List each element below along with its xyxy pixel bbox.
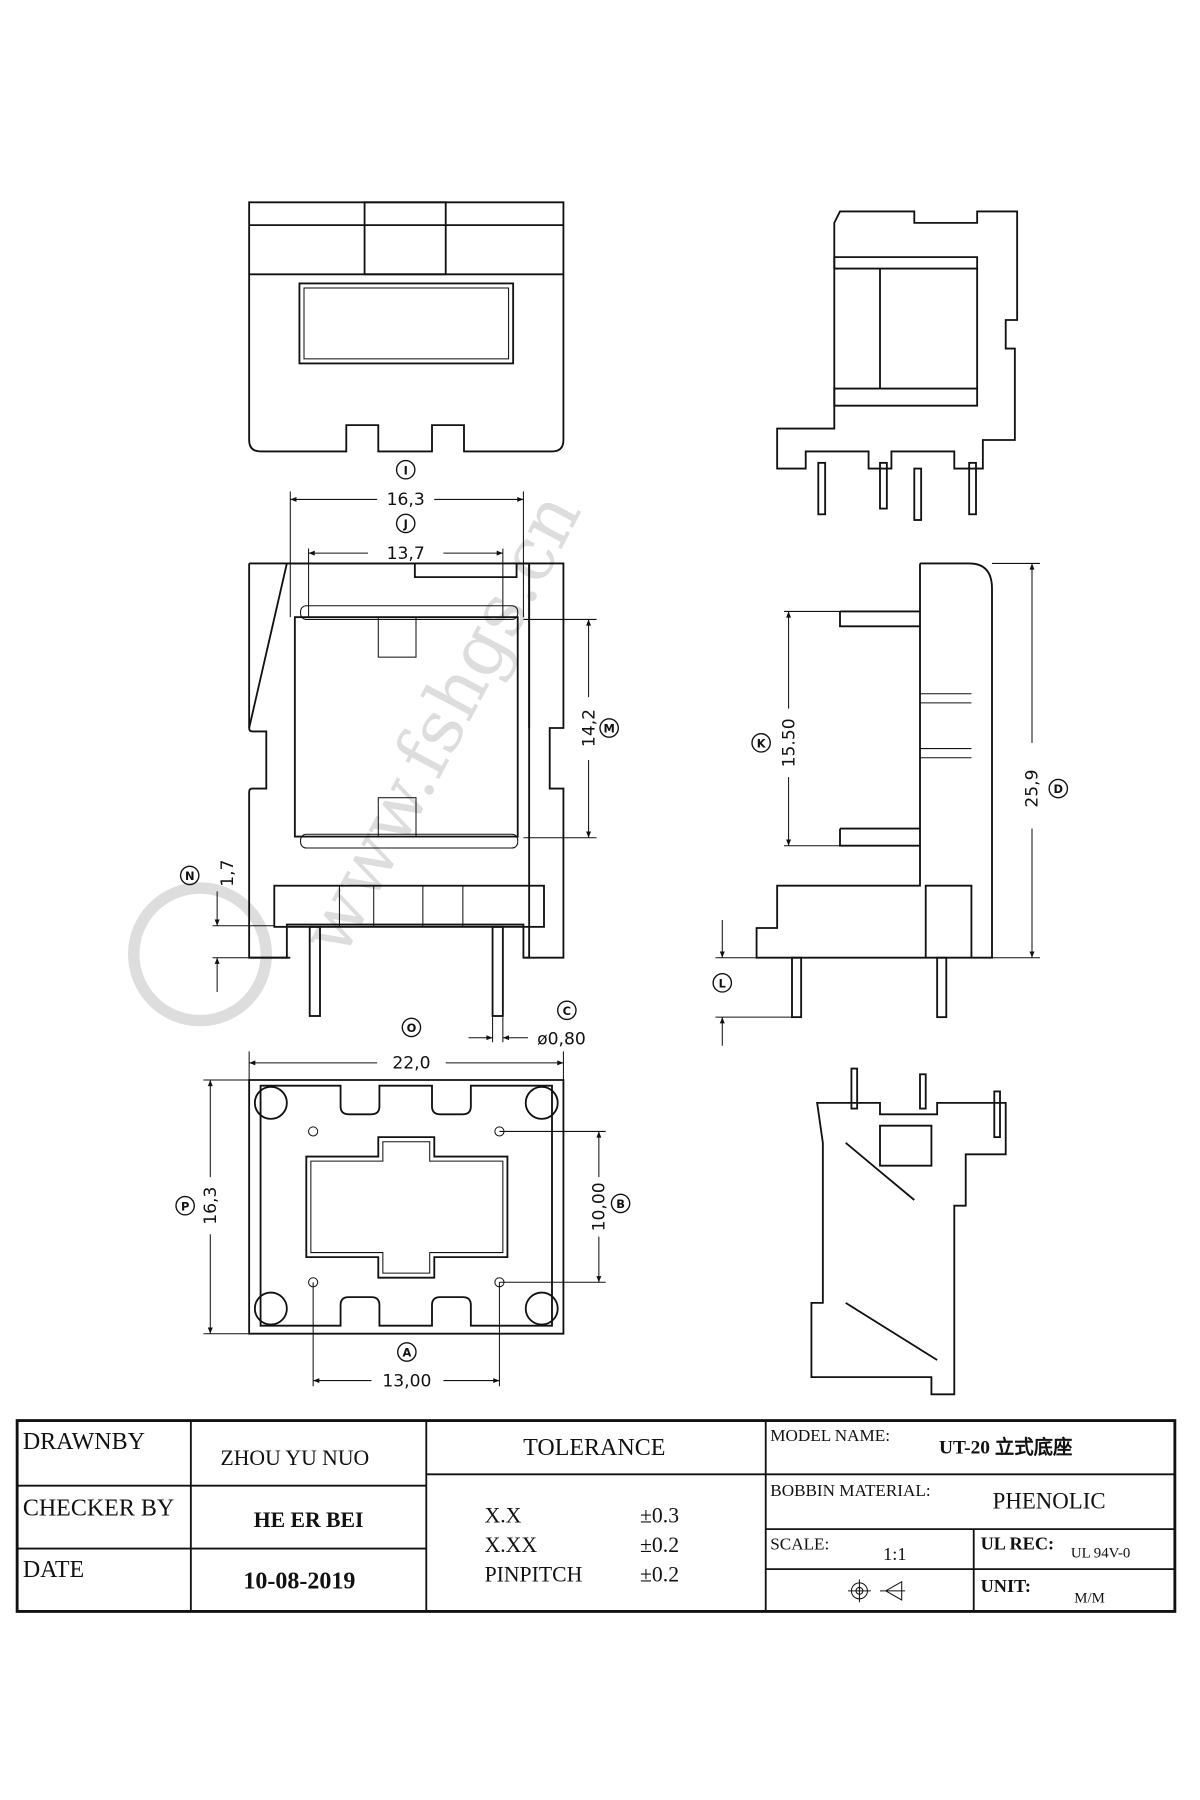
projection-symbol-icon xyxy=(848,1579,906,1603)
isometric-view-bottom xyxy=(810,1067,1007,1396)
svg-text:1,7: 1,7 xyxy=(218,860,238,887)
svg-text:DRAWNBY: DRAWNBY xyxy=(23,1429,145,1455)
svg-text:10,00: 10,00 xyxy=(590,1182,610,1231)
svg-text:O: O xyxy=(407,1021,417,1035)
svg-text:UL REC:: UL REC: xyxy=(981,1534,1055,1554)
svg-text:K: K xyxy=(757,736,767,750)
svg-text:±0.2: ±0.2 xyxy=(640,1533,679,1557)
svg-text:M/M: M/M xyxy=(1074,1590,1105,1606)
svg-text:UT-20 立式底座: UT-20 立式底座 xyxy=(939,1436,1073,1459)
svg-text:N: N xyxy=(185,869,195,883)
svg-text:15.50: 15.50 xyxy=(779,718,799,767)
isometric-view-top xyxy=(776,210,1019,521)
svg-text:B: B xyxy=(616,1197,625,1211)
bottom-view: 22,0 O 16,3 P 10,00 B 13,00 A xyxy=(175,1017,631,1391)
svg-text:A: A xyxy=(402,1346,411,1360)
svg-text:14,2: 14,2 xyxy=(579,709,599,747)
svg-text:HE ER BEI: HE ER BEI xyxy=(254,1508,364,1532)
svg-text:MODEL NAME:: MODEL NAME: xyxy=(770,1426,890,1445)
top-view xyxy=(248,201,565,453)
svg-text:I: I xyxy=(404,463,408,477)
svg-text:16,3: 16,3 xyxy=(387,490,425,510)
svg-text:M: M xyxy=(603,722,614,736)
svg-text:D: D xyxy=(1054,782,1063,796)
svg-text:UNIT:: UNIT: xyxy=(981,1576,1031,1596)
svg-text:ø0,80: ø0,80 xyxy=(537,1030,586,1050)
side-view: 15.50 K 25,9 D L xyxy=(712,562,1069,1046)
svg-text:PINPITCH: PINPITCH xyxy=(485,1563,583,1587)
svg-text:www.fshgs.cn: www.fshgs.cn xyxy=(284,479,598,969)
svg-text:PHENOLIC: PHENOLIC xyxy=(993,1489,1106,1514)
svg-text:P: P xyxy=(181,1199,189,1213)
svg-text:X.X: X.X xyxy=(485,1503,522,1527)
svg-text:C: C xyxy=(563,1004,571,1018)
svg-text:16,3: 16,3 xyxy=(201,1187,221,1225)
svg-text:1:1: 1:1 xyxy=(883,1544,906,1564)
svg-text:10-08-2019: 10-08-2019 xyxy=(243,1569,355,1595)
title-block: DRAWNBY ZHOU YU NUO CHECKER BY HE ER BEI… xyxy=(15,1419,1177,1613)
svg-text:BOBBIN MATERIAL:: BOBBIN MATERIAL: xyxy=(770,1481,930,1500)
svg-text:±0.3: ±0.3 xyxy=(640,1503,679,1527)
svg-text:L: L xyxy=(719,976,726,990)
svg-text:13,00: 13,00 xyxy=(382,1371,431,1391)
svg-text:DATE: DATE xyxy=(23,1557,84,1583)
svg-text:±0.2: ±0.2 xyxy=(640,1563,679,1587)
svg-text:ZHOU YU NUO: ZHOU YU NUO xyxy=(221,1446,370,1470)
svg-text:SCALE:: SCALE: xyxy=(770,1535,829,1554)
svg-text:UL 94V-0: UL 94V-0 xyxy=(1071,1546,1131,1562)
svg-text:J: J xyxy=(403,517,408,531)
svg-text:X.XX: X.XX xyxy=(485,1533,538,1557)
svg-text:13,7: 13,7 xyxy=(387,544,425,564)
svg-text:CHECKER BY: CHECKER BY xyxy=(23,1495,174,1521)
svg-text:TOLERANCE: TOLERANCE xyxy=(523,1435,665,1461)
svg-text:25,9: 25,9 xyxy=(1023,770,1043,808)
front-view: 16,3 I 13,7 J 14,2 M 1,7 N ø0,80 C xyxy=(179,459,619,1050)
svg-text:22,0: 22,0 xyxy=(392,1054,430,1074)
